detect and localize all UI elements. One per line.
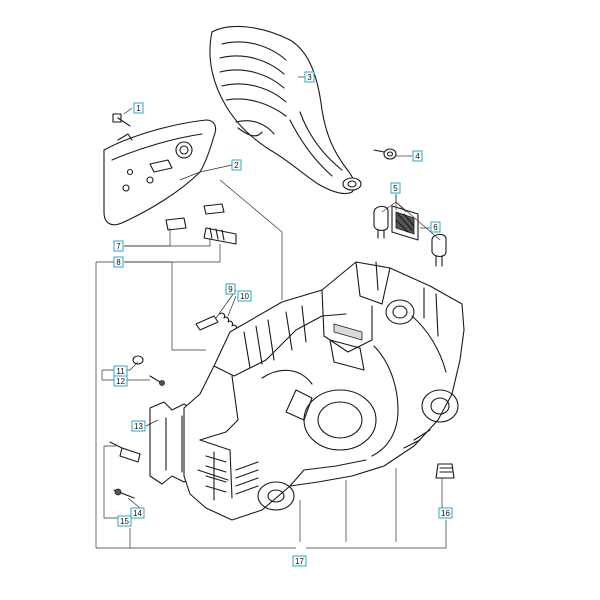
callout-6: 6 [430, 221, 441, 233]
callout-10-box [237, 290, 252, 302]
callout-15-label: 15 [120, 517, 129, 526]
callout-1-label: 1 [136, 104, 141, 113]
callout-8-box [113, 256, 124, 268]
part-17-crankcase [183, 261, 465, 521]
callout-5-label: 5 [393, 184, 398, 193]
callout-5-box [390, 182, 401, 194]
callout-10: 10 [237, 290, 252, 302]
part-6-filter [391, 205, 419, 241]
callout-17-box [292, 555, 307, 567]
callout-7: 7 [113, 240, 124, 252]
part-7-8-pins [165, 203, 237, 245]
callout-14-label: 14 [133, 509, 142, 518]
part-4-grommet [373, 148, 397, 160]
callout-3-label: 3 [307, 73, 312, 82]
callout-17: 17 [292, 555, 307, 567]
callout-2: 2 [231, 159, 242, 171]
part-14-screws [109, 441, 141, 499]
callout-9-label: 9 [228, 285, 233, 294]
callout-2-box [231, 159, 242, 171]
callout-3-box [304, 71, 315, 83]
callout-16: 16 [438, 507, 453, 519]
callout-14-box [130, 507, 145, 519]
part-11-12-screws [132, 355, 165, 386]
callout-1-box [133, 102, 144, 114]
callout-16-label: 16 [441, 509, 450, 518]
callout-10-label: 10 [240, 292, 249, 301]
callout-17-label: 17 [295, 557, 304, 566]
callout-9-box [225, 283, 236, 295]
part-1-screw [112, 113, 131, 127]
callout-13: 13 [131, 420, 146, 432]
callout-15: 15 [117, 515, 132, 527]
callout-12: 12 [113, 375, 128, 387]
callout-13-label: 13 [134, 422, 143, 431]
part-2-side-plate [103, 119, 217, 226]
callout-7-label: 7 [116, 242, 121, 251]
part-5-damper [373, 205, 447, 267]
callout-9: 9 [225, 283, 236, 295]
callout-12-box [113, 375, 128, 387]
callout-11-label: 11 [116, 367, 125, 376]
part-16-stud [435, 463, 455, 479]
callout-1: 1 [133, 102, 144, 114]
callout-2-label: 2 [234, 161, 239, 170]
callout-11: 11 [113, 365, 128, 377]
callout-6-box [430, 221, 441, 233]
callout-7-box [113, 240, 124, 252]
callout-4: 4 [412, 150, 423, 162]
callout-13-box [131, 420, 146, 432]
callout-8: 8 [113, 256, 124, 268]
callout-14: 14 [130, 507, 145, 519]
callout-12-label: 12 [116, 377, 125, 386]
leader-lines [95, 76, 447, 549]
callout-6-label: 6 [433, 223, 438, 232]
part-9-10-spring [195, 312, 238, 331]
callout-16-box [438, 507, 453, 519]
callout-4-box [412, 150, 423, 162]
callout-4-label: 4 [415, 152, 420, 161]
callouts: 1 2 3 4 5 6 7 8 [113, 71, 453, 567]
callout-8-label: 8 [116, 258, 121, 267]
callout-15-box [117, 515, 132, 527]
callout-5: 5 [390, 182, 401, 194]
callout-3: 3 [304, 71, 315, 83]
part-3-handle-cover [209, 25, 362, 195]
